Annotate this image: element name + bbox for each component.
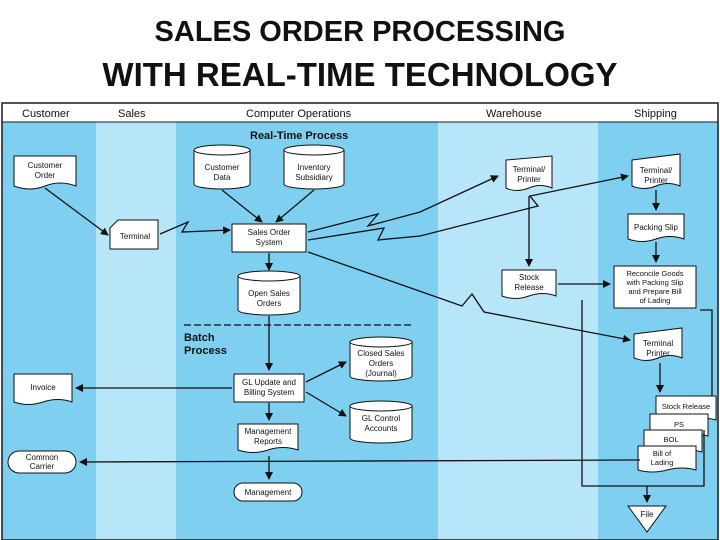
gl-control-line-1: GL Control — [362, 414, 401, 423]
reconcile-line-1: Reconcile Goods — [626, 269, 683, 278]
open-sales-orders-line-1: Open Sales — [248, 289, 290, 298]
management-reports-document: Management Reports — [237, 423, 299, 453]
gl-control-line-2: Accounts — [365, 424, 398, 433]
bol-doc-label: BOL — [663, 435, 678, 444]
connectors — [44, 173, 713, 503]
closed-sales-orders-line-1: Closed Sales — [357, 349, 404, 358]
warehouse-terminal-printer-line-2: Printer — [517, 175, 541, 184]
management-label: Management — [245, 488, 292, 497]
line-reconcile-to-stack — [700, 309, 713, 396]
gl-update-line-2: Billing System — [244, 388, 295, 397]
warehouse-terminal-printer-line-1: Terminal/ — [513, 165, 546, 174]
diagram-frame — [1, 102, 719, 540]
shipping-terminal-printer-top-line-1: Terminal/ — [640, 166, 673, 175]
lane-header-bar — [1, 102, 719, 123]
packing-slip-document: Packing Slip — [627, 213, 685, 242]
warehouse-terminal-printer: Terminal/ Printer — [505, 155, 553, 191]
stock-release-line-2: Release — [514, 283, 544, 292]
arrow-customer-data-to-system — [221, 189, 263, 223]
arrow-gl-update-to-closed-orders — [305, 361, 347, 383]
stock-release-document: Stock Release — [501, 269, 557, 299]
sales-terminal: Terminal — [109, 219, 159, 250]
stock-release-line-1: Stock — [519, 273, 540, 282]
lane-header-customer: Customer — [22, 108, 70, 120]
management-reports-line-1: Management — [245, 427, 292, 436]
arrow-bill-of-lading-to-carrier — [79, 457, 641, 466]
closed-sales-orders-line-3: (Journal) — [365, 369, 397, 378]
closed-sales-orders-database: Closed Sales Orders (Journal) — [349, 336, 413, 382]
reconcile-goods-process: Reconcile Goods with Packing Slip and Pr… — [613, 265, 697, 309]
shipping-terminal-printer-bottom-line-2: Printer — [646, 349, 670, 358]
shipping-terminal-printer-top-line-2: Printer — [644, 176, 668, 185]
batch-label-2: Process — [184, 345, 227, 357]
lane-sales-bg — [96, 122, 176, 540]
management-terminator: Management — [233, 482, 303, 502]
realtime-process-label: Real-Time Process — [250, 130, 348, 142]
arrow-order-to-terminal — [44, 187, 109, 236]
sales-order-system-line-1: Sales Order — [248, 228, 291, 237]
arrow-terminal-to-sales-system — [159, 220, 231, 235]
lane-header-warehouse: Warehouse — [486, 108, 542, 120]
common-carrier-line-1: Common — [26, 453, 58, 462]
reconcile-line-3: and Prepare Bill — [628, 287, 682, 296]
arrow-gl-update-to-gl-control — [305, 391, 347, 417]
lane-header-sales: Sales — [118, 108, 146, 120]
gl-update-line-1: GL Update and — [242, 378, 296, 387]
invoice-label: Invoice — [30, 383, 56, 392]
arrow-system-to-warehouse-printer — [307, 175, 499, 233]
shipping-terminal-printer-bottom-line-1: Terminal — [643, 339, 673, 348]
customer-order-line-1: Customer — [28, 161, 63, 170]
slide-title-line-2: WITH REAL-TIME TECHNOLOGY — [102, 56, 618, 93]
ps-doc-label: PS — [674, 420, 684, 429]
common-carrier-terminator: Common Carrier — [7, 450, 77, 474]
closed-sales-orders-line-2: Orders — [369, 359, 393, 368]
arrow-system-to-shipping-printer — [307, 173, 629, 241]
sales-terminal-label: Terminal — [120, 232, 150, 241]
customer-data-database: Customer Data — [193, 144, 251, 190]
batch-label-1: Batch — [184, 332, 215, 344]
shipping-documents-stack: Stock Release PS BOL Bill of Lading — [637, 395, 717, 473]
swimlanes — [1, 102, 719, 540]
sales-order-system-process: Sales Order System — [231, 223, 307, 253]
bill-of-lading-line-1: Bill of — [653, 449, 672, 458]
customer-data-line-1: Customer — [205, 163, 240, 172]
reconcile-line-4: of Lading — [640, 296, 671, 305]
shipping-terminal-printer-top: Terminal/ Printer — [631, 153, 681, 189]
gl-update-billing-process: GL Update and Billing System — [233, 373, 305, 403]
common-carrier-line-2: Carrier — [30, 462, 55, 471]
shipping-terminal-printer-bottom: Terminal Printer — [633, 327, 683, 361]
lane-header-shipping: Shipping — [634, 108, 677, 120]
file-storage: File — [627, 505, 667, 533]
inventory-subsidiary-line-2: Subsidiary — [295, 173, 332, 182]
stock-release-copy-label: Stock Release — [662, 402, 710, 411]
invoice-document: Invoice — [13, 373, 73, 405]
gl-control-accounts-database: GL Control Accounts — [349, 400, 413, 444]
file-label: File — [641, 510, 654, 519]
bill-of-lading-line-2: Lading — [651, 458, 674, 467]
sales-order-system-line-2: System — [256, 238, 283, 247]
customer-order-line-2: Order — [35, 171, 56, 180]
slide-title-line-1: SALES ORDER PROCESSING — [154, 16, 566, 48]
open-sales-orders-database: Open Sales Orders — [237, 270, 301, 316]
customer-order-document: Customer Order — [13, 155, 77, 190]
customer-data-line-2: Data — [214, 173, 231, 182]
reconcile-line-2: with Packing Slip — [626, 278, 684, 287]
arrow-inventory-to-system — [275, 189, 315, 223]
lane-header-computer-operations: Computer Operations — [246, 108, 352, 120]
line-stock-release-to-stack — [581, 300, 705, 487]
arrow-system-to-shipping-printer-2 — [307, 251, 631, 343]
packing-slip-label: Packing Slip — [634, 223, 679, 232]
management-reports-line-2: Reports — [254, 437, 282, 446]
inventory-subsidiary-line-1: Inventory — [298, 163, 331, 172]
inventory-subsidiary-database: Inventory Subsidiary — [283, 144, 345, 190]
open-sales-orders-line-2: Orders — [257, 299, 281, 308]
